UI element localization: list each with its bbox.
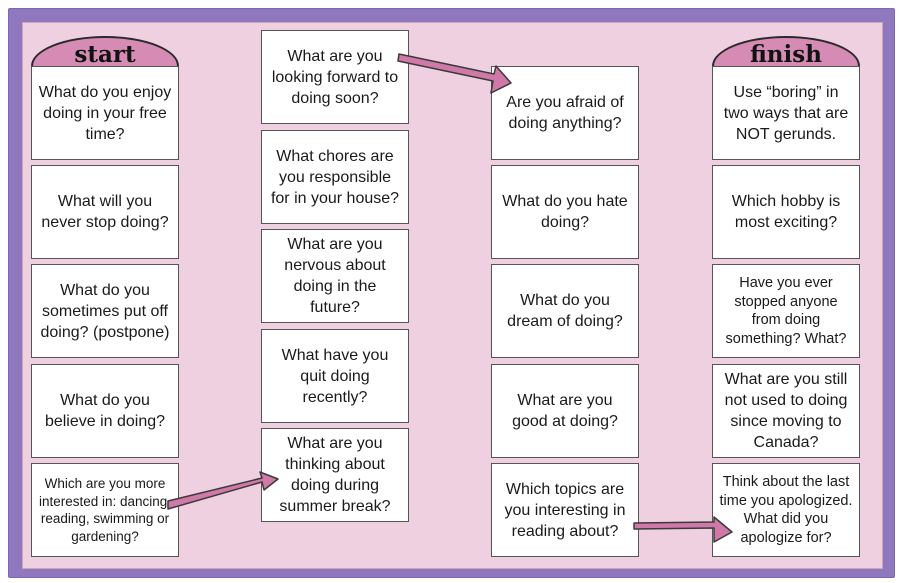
game-card[interactable]: What are you good at doing? bbox=[491, 364, 639, 458]
game-card[interactable]: Which hobby is most exciting? bbox=[712, 165, 860, 259]
game-card[interactable]: Think about the last time you apologized… bbox=[712, 463, 860, 557]
game-card[interactable]: What do you enjoy doing in your free tim… bbox=[31, 66, 179, 160]
game-card[interactable]: What do you believe in doing? bbox=[31, 364, 179, 458]
game-card[interactable]: What are you nervous about doing in the … bbox=[261, 229, 409, 323]
game-card[interactable]: Are you afraid of doing anything? bbox=[491, 66, 639, 160]
game-card[interactable]: Have you ever stopped anyone from doing … bbox=[712, 264, 860, 358]
finish-label: finish bbox=[712, 36, 860, 68]
game-card[interactable]: What do you sometimes put off doing? (po… bbox=[31, 264, 179, 358]
game-card[interactable]: What are you still not used to doing sin… bbox=[712, 364, 860, 458]
game-card[interactable]: What chores are you responsible for in y… bbox=[261, 130, 409, 224]
game-card[interactable]: What are you thinking about doing during… bbox=[261, 428, 409, 522]
game-card[interactable]: Which topics are you interesting in read… bbox=[491, 463, 639, 557]
game-card[interactable]: What are you looking forward to doing so… bbox=[261, 30, 409, 124]
game-card[interactable]: What will you never stop doing? bbox=[31, 165, 179, 259]
game-card[interactable]: What have you quit doing recently? bbox=[261, 329, 409, 423]
game-card[interactable]: What do you hate doing? bbox=[491, 165, 639, 259]
game-card[interactable]: Which are you more interested in: dancin… bbox=[31, 463, 179, 557]
game-card[interactable]: What do you dream of doing? bbox=[491, 264, 639, 358]
game-card[interactable]: Use “boring” in two ways that are NOT ge… bbox=[712, 66, 860, 160]
